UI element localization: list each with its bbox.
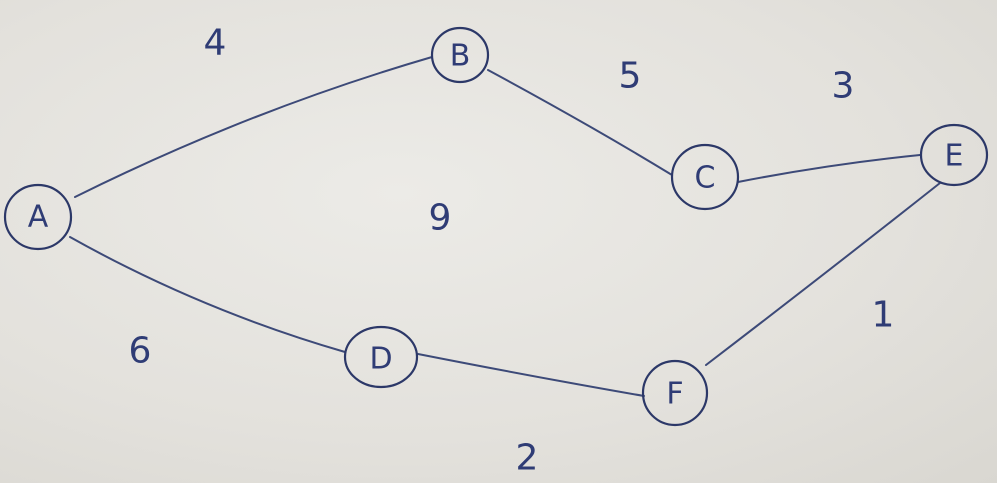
weight-a-d: 6 [129,331,152,372]
nodes-layer: A B C D E F [3,26,989,427]
node-f-label: F [666,377,683,412]
edges-layer [69,56,941,397]
node-b: B [430,26,490,84]
edge-d-f [417,353,645,397]
edge-a-d [69,236,346,353]
weight-a-b: 4 [204,23,227,64]
edge-b-c [487,69,673,176]
node-d-label: D [369,342,392,377]
node-d: D [343,325,419,389]
weight-b-c: 5 [619,56,642,97]
node-e-label: E [945,139,964,174]
weight-c-e: 3 [832,66,855,107]
edge-c-e [737,154,921,183]
node-a-label: A [28,200,49,235]
weight-d-f: 2 [516,438,539,479]
node-c: C [670,143,740,211]
weight-f-e: 1 [872,295,895,336]
node-b-label: B [450,39,471,74]
node-f: F [641,359,709,427]
node-c-label: C [695,161,716,196]
node-e: E [919,123,989,187]
weights-layer: 4 5 3 6 2 1 9 [129,23,895,479]
node-a: A [3,183,73,251]
edge-f-e [705,182,941,366]
free-label-9: 9 [429,198,452,239]
edge-a-b [74,56,433,198]
